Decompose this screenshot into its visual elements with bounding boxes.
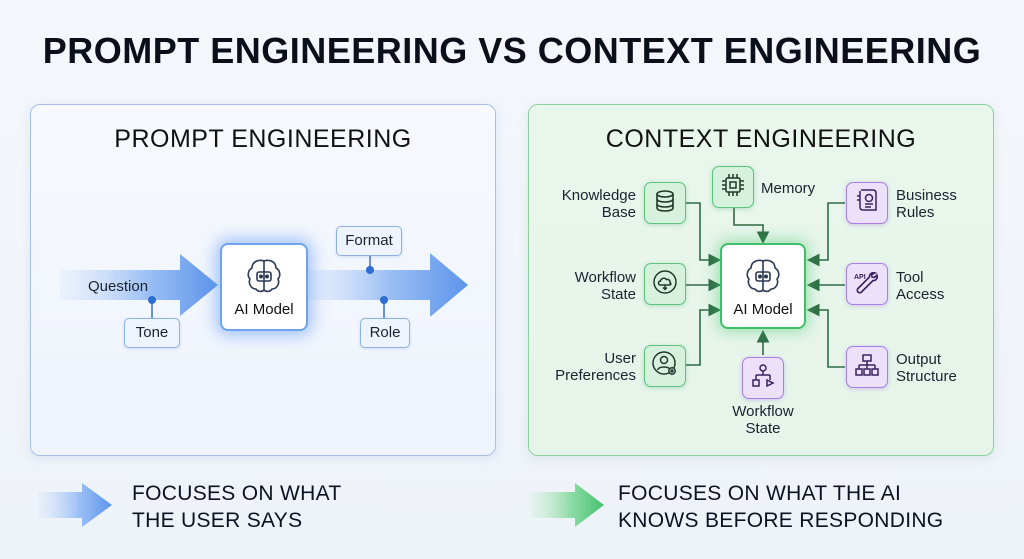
page-title: PROMPT ENGINEERING VS CONTEXT ENGINEERIN… xyxy=(42,30,982,71)
ai-model-box-context: AI Model xyxy=(720,243,806,329)
user-settings-icon xyxy=(651,350,679,383)
workflow-state-node-bottom xyxy=(742,357,784,399)
chip-icon xyxy=(720,172,746,203)
role-pill: Role xyxy=(360,318,410,348)
database-icon xyxy=(653,189,677,218)
output-structure-line2: Structure xyxy=(896,368,957,385)
output-structure-node xyxy=(846,346,888,388)
ai-model-box-prompt: AI Model xyxy=(220,243,308,331)
workflow-state-bottom-line1: Workflow xyxy=(732,403,794,420)
business-rules-node xyxy=(846,182,888,224)
knowledge-base-label: Knowledge Base xyxy=(540,187,636,221)
document-icon xyxy=(855,188,879,219)
hierarchy-icon xyxy=(854,352,880,383)
footer-right-arrow xyxy=(530,483,604,527)
wrench-icon: API xyxy=(853,268,881,301)
memory-node xyxy=(712,166,754,208)
cloud-sync-icon xyxy=(652,269,678,300)
user-prefs-line1: User xyxy=(604,350,636,367)
business-rules-line1: Business xyxy=(896,187,957,204)
output-structure-line1: Output xyxy=(896,351,942,368)
business-rules-label: Business Rules xyxy=(896,187,957,221)
knowledge-base-line1: Knowledge xyxy=(561,187,636,204)
question-label: Question xyxy=(88,278,149,295)
context-panel-title: CONTEXT ENGINEERING xyxy=(605,125,917,153)
footer-left-arrow xyxy=(38,483,112,527)
workflow-state-label-left: Workflow State xyxy=(540,269,636,303)
footer-right-line1: FOCUSES ON WHAT THE AI xyxy=(618,482,902,505)
tool-access-line1: Tool xyxy=(896,269,924,286)
workflow-state-left-line1: Workflow xyxy=(574,269,636,286)
footer-left-line2: THE USER SAYS xyxy=(132,509,303,532)
knowledge-base-node xyxy=(644,182,686,224)
user-prefs-line2: Preferences xyxy=(555,367,636,384)
ai-model-label-context: AI Model xyxy=(733,301,793,318)
ai-model-label-prompt: AI Model xyxy=(234,301,294,318)
input-arrow xyxy=(60,254,218,316)
footer-left-line1: FOCUSES ON WHAT xyxy=(132,482,342,505)
business-rules-line2: Rules xyxy=(896,204,935,221)
tone-pill: Tone xyxy=(124,318,180,348)
tool-access-node: API xyxy=(846,263,888,305)
user-preferences-node xyxy=(644,345,686,387)
footer-right-line2: KNOWS BEFORE RESPONDING xyxy=(618,509,944,532)
brain-icon xyxy=(743,257,783,300)
memory-label: Memory xyxy=(761,180,816,197)
workflow-state-bottom-line2: State xyxy=(745,420,781,437)
workflow-state-left-line2: State xyxy=(600,286,636,303)
knowledge-base-line2: Base xyxy=(601,204,636,221)
user-preferences-label: User Preferences xyxy=(540,350,636,384)
format-pill: Format xyxy=(336,226,402,256)
workflow-state-node-left xyxy=(644,263,686,305)
brain-icon xyxy=(244,257,284,300)
footer-prompt-summary: FOCUSES ON WHAT THE USER SAYS xyxy=(132,480,341,534)
workflow-state-label-bottom: Workflow State xyxy=(718,403,808,437)
prompt-panel-title: PROMPT ENGINEERING xyxy=(114,125,412,153)
tool-access-label: Tool Access xyxy=(896,269,944,303)
footer-context-summary: FOCUSES ON WHAT THE AI KNOWS BEFORE RESP… xyxy=(618,480,943,534)
tool-access-line2: Access xyxy=(896,286,945,303)
output-arrow xyxy=(308,253,468,317)
output-structure-label: Output Structure xyxy=(896,351,957,385)
workflow-icon xyxy=(750,363,776,394)
api-text: API xyxy=(854,274,866,281)
